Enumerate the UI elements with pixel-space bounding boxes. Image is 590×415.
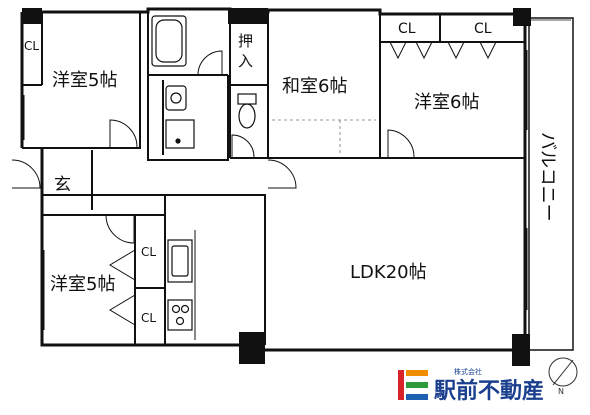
svg-text:入: 入: [238, 52, 253, 70]
interior-walls: [22, 12, 525, 345]
balcony-label: バルコニー: [537, 132, 558, 222]
logo-company-prefix: 株式会社: [454, 367, 482, 376]
room-label-ldk: LDK20帖: [350, 262, 427, 283]
storage-label-cl-mid-2: CL: [141, 311, 156, 325]
closet-folding-doors: [109, 41, 497, 326]
balcony: [528, 17, 574, 351]
washing-machine-pan-icon: [165, 119, 195, 149]
logo-company-name: 駅前不動産: [434, 378, 544, 404]
room-label-western-1: 洋室5帖: [52, 70, 117, 91]
room-label-entrance: 玄: [54, 175, 71, 195]
kitchen-sink-icon: [167, 239, 193, 283]
company-logo: 株式会社 駅前不動産: [398, 367, 544, 404]
storage-label-cl-top-2: CL: [474, 21, 492, 37]
svg-text:バルコニー: バルコニー: [537, 132, 558, 222]
room-label-western-2: 洋室6帖: [414, 92, 479, 113]
svg-text:N: N: [558, 387, 564, 396]
windows: [23, 50, 528, 330]
storage-label-cl-left: CL: [24, 39, 39, 53]
north-arrow-icon: N: [548, 357, 578, 396]
storage-label-cl-mid-1: CL: [141, 245, 156, 259]
pillars: [22, 8, 531, 366]
storage-label-cl-top-1: CL: [398, 21, 416, 37]
stove-icon: [167, 299, 193, 331]
washbasin-icon: [165, 85, 187, 111]
toilet-icon: [237, 93, 257, 129]
logo-mark: [398, 370, 428, 400]
svg-text:押: 押: [238, 32, 253, 50]
bathtub-icon: [151, 15, 187, 67]
room-label-japanese: 和室6帖: [282, 76, 347, 97]
storage-label-oshiire: 押 入: [238, 32, 253, 70]
tatami-lines: [272, 119, 376, 156]
room-label-western-3: 洋室5帖: [50, 274, 115, 295]
door-swings: [11, 50, 415, 244]
exterior-walls: [20, 7, 527, 352]
